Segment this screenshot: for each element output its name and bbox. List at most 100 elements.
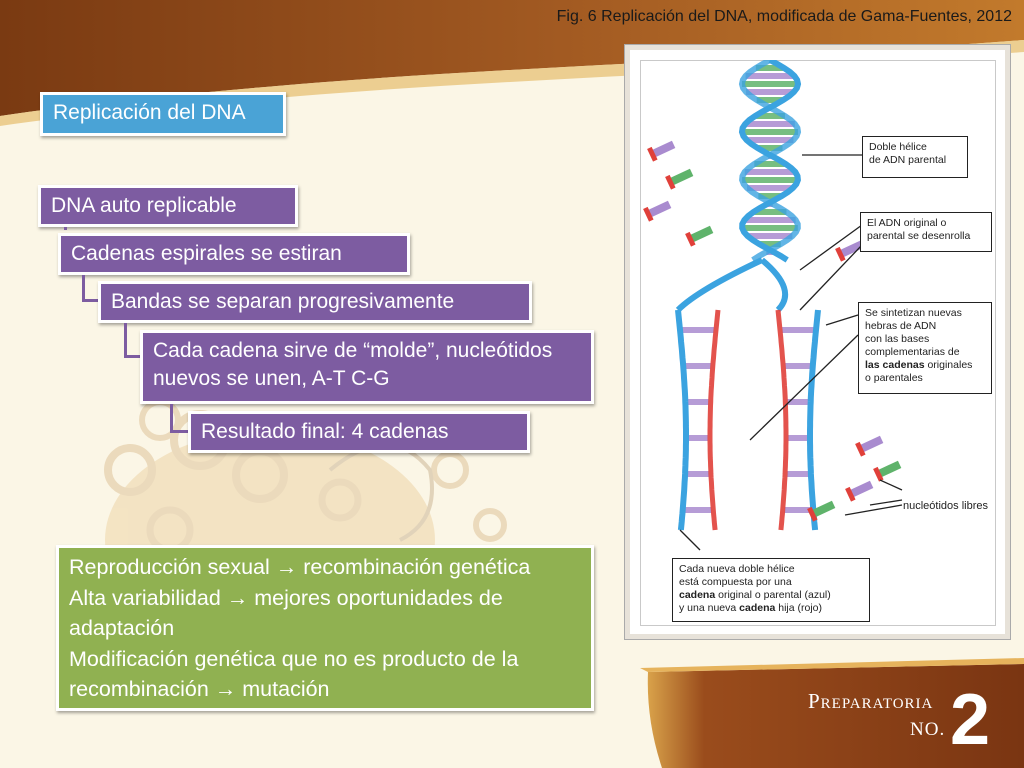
base-pair: [681, 327, 715, 333]
daughter-strand: [707, 309, 721, 531]
pointer-line: [869, 499, 903, 506]
nucleotide-phosphate: [665, 174, 676, 190]
nucleotide-base: [878, 460, 902, 478]
nucleotide-base: [648, 200, 672, 218]
annotation-free-nucleotides: nucleótidos libres: [903, 500, 988, 512]
nucleotide-base: [652, 140, 676, 158]
free-nucleotide: [873, 460, 902, 482]
pointer-line: [879, 479, 903, 491]
base-pair: [742, 177, 798, 183]
free-nucleotide: [665, 168, 694, 190]
dna-replication-diagram: [643, 60, 903, 551]
base-pair: [753, 209, 787, 215]
unwinding-strand: [675, 257, 764, 313]
annotation-pointers: [679, 154, 903, 551]
hierarchy-level-2: Cadenas espirales se estiran: [58, 233, 410, 275]
free-nucleotide: [845, 480, 874, 502]
hierarchy-level-5: Resultado final: 4 cadenas: [188, 411, 530, 453]
parental-strand: [738, 60, 802, 263]
base-pair: [742, 225, 798, 231]
base-pair: [787, 399, 809, 405]
base-pair: [747, 233, 793, 239]
hierarchy-level-4: Cada cadena sirve de “molde”, nucleótido…: [140, 330, 594, 404]
free-nucleotide: [647, 140, 676, 162]
hierarchy-level-4-text: Cada cadena sirve de “molde”, nucleótido…: [153, 339, 553, 390]
pointer-line: [799, 224, 863, 271]
base-pair: [744, 169, 796, 175]
free-nucleotide: [855, 435, 884, 457]
hierarchy-level-3-text: Bandas se separan progresivamente: [111, 290, 455, 313]
pointer-line: [679, 529, 701, 551]
free-nucleotide: [807, 500, 836, 522]
connector-3: [124, 323, 143, 358]
base-pair: [754, 161, 786, 167]
annotation-parental: Doble hélice de ADN parental: [862, 136, 968, 178]
base-pair: [685, 363, 711, 369]
nucleotide-base: [690, 225, 714, 243]
base-pair: [687, 399, 709, 405]
nucleotide-base: [840, 240, 864, 258]
free-nucleotides: [643, 140, 902, 522]
brand-no: NO.: [910, 719, 946, 740]
parental-strand: [738, 60, 802, 263]
base-pair: [746, 89, 794, 95]
title-box: Replicación del DNA: [40, 92, 286, 136]
base-pair: [742, 129, 798, 135]
summary-line: Modificación genética que no es producto…: [69, 646, 519, 702]
brand-preparatoria: Preparatoria: [808, 689, 934, 713]
free-nucleotide: [685, 225, 714, 247]
base-pair: [747, 185, 793, 191]
brand-number: 2: [950, 680, 991, 760]
base-pair: [745, 121, 795, 127]
figure-caption: Fig. 6 Replicación del DNA, modificada d…: [556, 8, 1012, 25]
hierarchy-level-1-text: DNA auto replicable: [51, 194, 237, 217]
summary-line: Alta variabilidad → mejores oportunidade…: [69, 585, 503, 641]
nucleotide-phosphate: [855, 441, 866, 457]
hierarchy-level-2-text: Cadenas espirales se estiran: [71, 242, 342, 265]
nucleotide-phosphate: [835, 246, 846, 262]
hierarchy-level-1: DNA auto replicable: [38, 185, 298, 227]
pointer-line: [749, 334, 859, 441]
annotation-unwinds-line-2: parental se desenrolla: [867, 230, 971, 242]
pointer-line: [844, 504, 903, 516]
pointer-line: [825, 314, 859, 326]
base-pair: [746, 137, 794, 143]
base-pair: [742, 81, 798, 87]
hierarchy-level-5-text: Resultado final: 4 cadenas: [201, 420, 449, 443]
hierarchy-level-3: Bandas se separan progresivamente: [98, 281, 532, 323]
nucleotide-phosphate: [685, 231, 696, 247]
nucleotide-base: [860, 435, 884, 453]
base-pair: [784, 507, 812, 513]
nucleotide-base: [812, 500, 836, 518]
base-pair: [759, 241, 781, 247]
free-nucleotide: [643, 200, 672, 222]
base-pair: [756, 97, 784, 103]
free-nucleotide: [835, 240, 864, 262]
base-pair: [684, 507, 712, 513]
nucleotide-phosphate: [873, 466, 884, 482]
nucleotide-phosphate: [807, 506, 818, 522]
daughter-strand: [775, 309, 789, 531]
connector-4: [170, 404, 191, 433]
base-pairs: [681, 65, 815, 513]
nucleotide-phosphate: [643, 206, 654, 222]
original-strand: [807, 309, 821, 531]
base-pair: [687, 435, 709, 441]
nucleotide-phosphate: [845, 486, 856, 502]
base-pair: [745, 73, 795, 79]
summary-box: Reproducción sexual → recombinación gené…: [56, 545, 594, 711]
original-strand: [675, 309, 689, 531]
connector-2: [82, 275, 101, 302]
base-pair: [785, 363, 811, 369]
base-pair: [757, 145, 783, 151]
connector-1: [64, 227, 67, 230]
unwinding-strand: [760, 257, 789, 313]
base-pair: [787, 471, 809, 477]
pointer-line: [799, 244, 863, 311]
title-box-text: Replicación del DNA: [53, 101, 246, 124]
base-pair: [755, 113, 785, 119]
dna-strands: [675, 60, 821, 531]
